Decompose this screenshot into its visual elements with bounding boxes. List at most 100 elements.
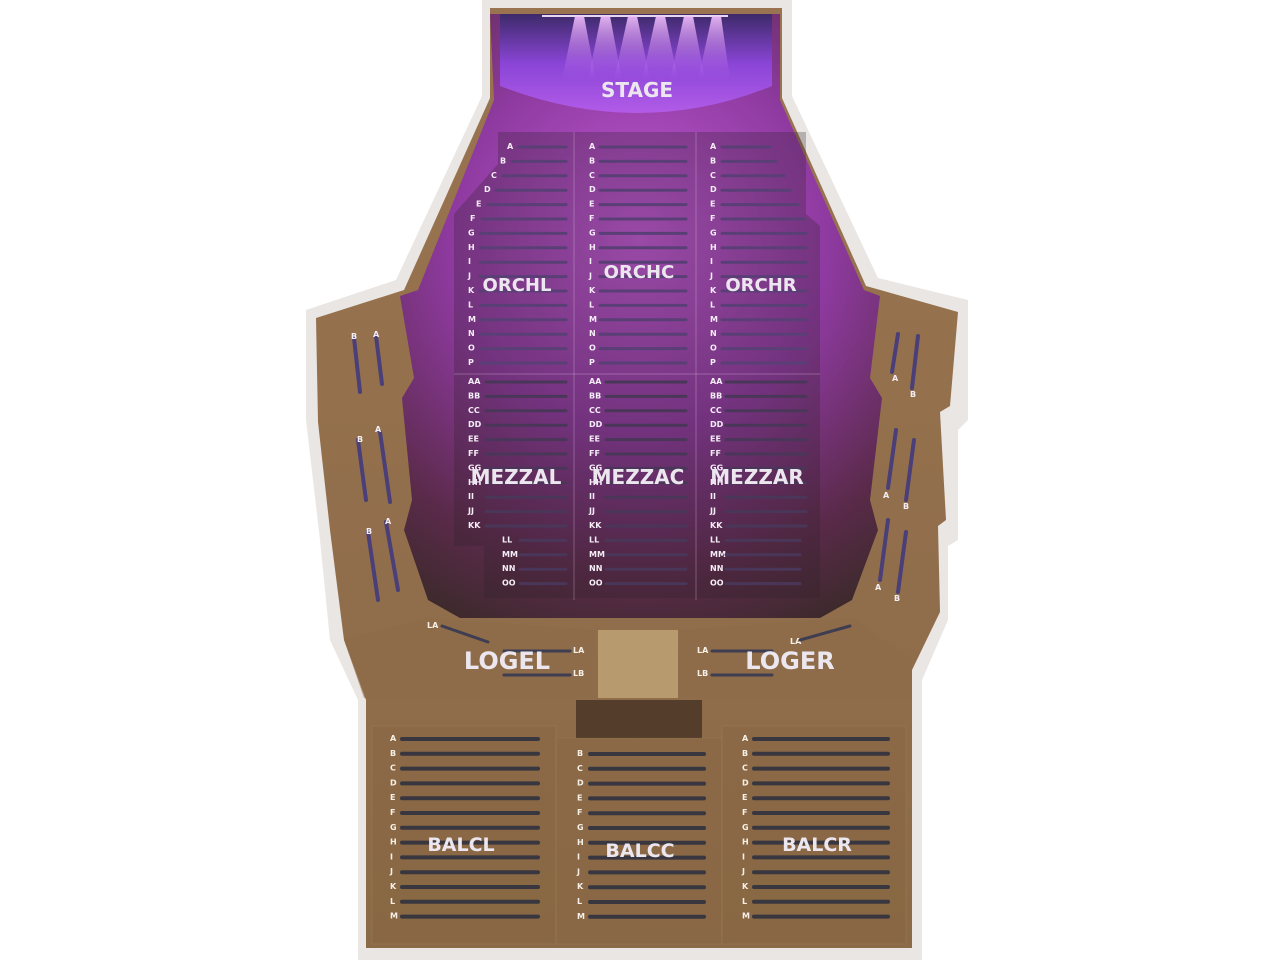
row-label-orchl-K: K — [468, 286, 475, 295]
row-label-orchr-P: P — [710, 358, 716, 367]
row-label-box-left-3-A: A — [385, 517, 392, 526]
seat-row-loger-outer[interactable] — [798, 624, 852, 642]
row-label-mezzac-CC: CC — [589, 406, 601, 415]
row-label-balcl-K: K — [390, 882, 397, 891]
row-label-mezzal-BB: BB — [468, 391, 480, 400]
row-label-loger-outer: LA — [790, 637, 802, 646]
seat-row-box-right-3-B[interactable] — [896, 530, 908, 594]
stage-lights — [542, 15, 730, 80]
row-label-orchc-J: J — [588, 272, 592, 281]
row-label-balcl-B: B — [390, 749, 396, 758]
row-label-balcc-I: I — [577, 853, 580, 862]
row-label-box-left-2-B: B — [357, 435, 363, 444]
row-label-box-right-1-A: A — [892, 374, 899, 383]
row-label-loger-inner-LA: LA — [697, 646, 709, 655]
row-label-balcl-D: D — [390, 778, 397, 787]
section-loger[interactable] — [680, 618, 912, 698]
row-label-mezzac-AA: AA — [589, 377, 602, 386]
seat-row-box-right-1-B[interactable] — [910, 334, 920, 390]
row-label-balcc-F: F — [577, 808, 582, 817]
row-label-mezzac-FF: FF — [589, 449, 600, 458]
row-label-balcl-M: M — [390, 912, 398, 921]
seating-block-main — [454, 132, 820, 598]
row-label-mezzar-EE: EE — [710, 435, 721, 444]
row-label-box-right-1-B: B — [910, 390, 916, 399]
row-label-balcl-G: G — [390, 823, 397, 832]
seat-row-box-right-3-A[interactable] — [878, 518, 890, 582]
row-label-balcr-G: G — [742, 823, 749, 832]
row-label-balcr-C: C — [742, 764, 748, 773]
row-label-balcr-F: F — [742, 808, 747, 817]
seat-row-box-left-2-A[interactable] — [378, 430, 392, 504]
row-label-orchr-F: F — [710, 214, 715, 223]
row-label-orchr-M: M — [710, 315, 718, 324]
section-label-orchr: ORCHR — [725, 275, 796, 296]
row-label-mezzac-HH: HH — [589, 478, 602, 487]
row-label-balcl-J: J — [389, 867, 393, 876]
row-label-box-right-3-A: A — [875, 583, 882, 592]
row-label-mezzar-JJ: JJ — [709, 507, 716, 516]
row-label-orchr-J: J — [709, 272, 713, 281]
section-label-orchc: ORCHC — [604, 262, 675, 283]
row-label-box-left-3-B: B — [366, 527, 372, 536]
row-label-orchl-B: B — [500, 156, 506, 165]
row-label-orchl-I: I — [468, 257, 471, 266]
balcony-recess — [576, 700, 702, 738]
row-label-mezzal-LL: LL — [502, 535, 512, 544]
row-label-orchc-M: M — [589, 315, 597, 324]
section-label-mezzac: MEZZAC — [592, 465, 685, 489]
seat-row-box-right-1-A[interactable] — [890, 332, 900, 374]
section-logel[interactable] — [344, 618, 596, 698]
row-label-orchl-F: F — [470, 214, 475, 223]
row-label-mezzar-DD: DD — [710, 420, 724, 429]
row-label-balcc-J: J — [576, 867, 580, 876]
row-label-mezzar-HH: HH — [710, 478, 723, 487]
row-label-orchr-K: K — [710, 286, 717, 295]
row-label-mezzal-GG: GG — [468, 463, 481, 472]
row-label-orchl-A: A — [507, 142, 514, 151]
row-label-orchr-A: A — [710, 142, 717, 151]
row-label-mezzal-DD: DD — [468, 420, 482, 429]
row-label-orchc-A: A — [589, 142, 596, 151]
row-label-mezzar-OO: OO — [710, 579, 724, 588]
section-label-mezzal: MEZZAL — [471, 465, 562, 489]
seat-row-box-left-3-B[interactable] — [366, 530, 380, 602]
row-label-balcc-E: E — [577, 793, 582, 802]
section-balcl[interactable] — [371, 725, 557, 945]
row-label-orchr-B: B — [710, 156, 716, 165]
row-label-orchl-H: H — [468, 243, 475, 252]
seat-row-box-left-3-A[interactable] — [384, 520, 400, 592]
seat-row-box-right-2-A[interactable] — [886, 428, 898, 490]
row-label-orchr-O: O — [710, 344, 717, 353]
row-label-mezzal-FF: FF — [468, 449, 479, 458]
seat-row-box-left-2-B[interactable] — [356, 438, 368, 502]
seat-row-box-right-2-B[interactable] — [904, 438, 916, 502]
row-label-balcl-L: L — [390, 897, 395, 906]
row-label-mezzal-II: II — [468, 492, 474, 501]
row-label-balcr-M: M — [742, 912, 750, 921]
section-label-loger: LOGER — [745, 647, 834, 675]
row-label-balcl-H: H — [390, 838, 397, 847]
loge-walkway — [598, 630, 678, 698]
row-label-logel-outer: LA — [427, 621, 439, 630]
section-balcr[interactable] — [721, 725, 907, 945]
row-label-balcr-H: H — [742, 838, 749, 847]
row-label-orchl-G: G — [468, 228, 475, 237]
row-label-mezzar-II: II — [710, 492, 716, 501]
row-label-balcl-A: A — [390, 734, 397, 743]
row-label-box-right-2-B: B — [903, 502, 909, 511]
seat-row-logel-outer[interactable] — [440, 624, 490, 644]
row-label-orchl-D: D — [484, 185, 491, 194]
stage-label: STAGE — [601, 78, 673, 102]
row-label-balcc-G: G — [577, 823, 584, 832]
row-label-mezzac-KK: KK — [589, 521, 602, 530]
row-label-orchl-C: C — [491, 171, 497, 180]
row-label-mezzar-KK: KK — [710, 521, 723, 530]
row-label-mezzal-AA: AA — [468, 377, 481, 386]
section-label-mezzar: MEZZAR — [710, 465, 803, 489]
seat-row-box-left-1-A[interactable] — [374, 334, 384, 386]
seat-row-box-left-1-B[interactable] — [352, 336, 362, 394]
row-label-balcr-J: J — [741, 867, 745, 876]
row-label-mezzac-NN: NN — [589, 564, 602, 573]
